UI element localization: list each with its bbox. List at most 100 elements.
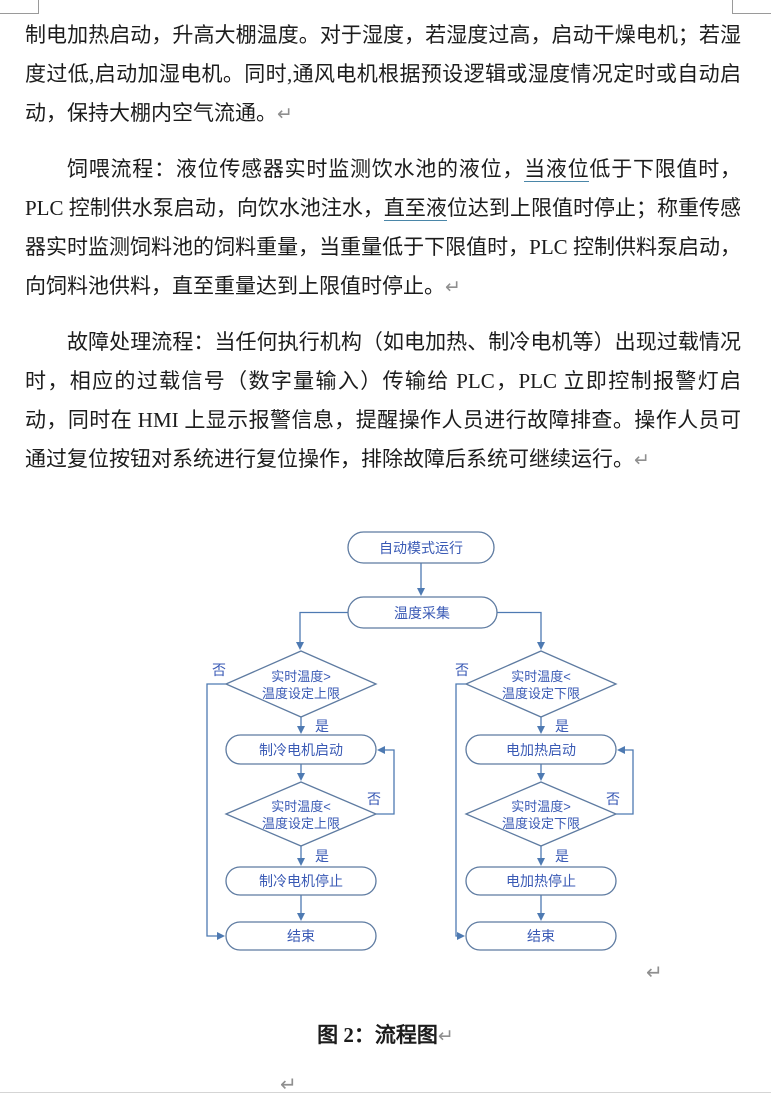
connector-line	[376, 749, 395, 815]
node-label-line2: 温度设定上限	[262, 686, 340, 701]
node-label: 制冷电机停止	[259, 873, 343, 889]
paragraph-mark: ↵	[280, 1072, 297, 1096]
edge-left-stop-to-end	[297, 895, 305, 921]
edge-collect-to-right-cond	[497, 611, 545, 650]
paragraph-mark: ↵	[445, 276, 461, 298]
edge-left-cond2-no-loop	[376, 746, 395, 815]
arrowhead	[217, 932, 225, 940]
node-shape	[224, 650, 378, 718]
flow-node-cooling-start: 制冷电机启动	[225, 734, 377, 765]
edge-left-cond2-yes	[297, 846, 305, 866]
yes-label: 是	[555, 718, 569, 734]
edge-left-cond1-no-to-end	[206, 683, 226, 940]
node-shape	[465, 734, 617, 765]
yes-label: 是	[315, 848, 329, 864]
node-label: 电加热启动	[506, 742, 576, 758]
flow-node-left-cond2: 实时温度< 温度设定上限	[224, 781, 378, 847]
page-edge-divider	[0, 1092, 771, 1093]
flow-node-temp-collect: 温度采集	[347, 596, 498, 629]
node-label: 结束	[527, 928, 555, 944]
paragraph-mark: ↵	[634, 449, 650, 471]
arrowhead	[457, 932, 465, 940]
connector-line	[299, 611, 348, 642]
underlined-text: 直至液	[383, 196, 447, 221]
no-label: 否	[212, 662, 226, 678]
edge-left-action-to-cond2	[297, 764, 305, 781]
node-label-line2: 温度设定下限	[502, 686, 580, 701]
flow-node-heating-start: 电加热启动	[465, 734, 617, 765]
paragraph-mark: ↵	[646, 960, 663, 984]
yes-label: 是	[315, 718, 329, 734]
arrowhead	[297, 858, 305, 866]
arrowhead	[537, 726, 545, 734]
no-label: 否	[455, 662, 469, 678]
arrowhead	[537, 773, 545, 781]
arrowhead	[297, 773, 305, 781]
no-label: 否	[606, 791, 620, 807]
flow-node-left-cond1: 实时温度> 温度设定上限	[224, 650, 378, 718]
flowchart-figure: 否 是 否 是 否 是 否 是 自动模式运行 温度采集 实时温度> 温度设定上限…	[0, 520, 771, 970]
edge-right-cond1-yes	[537, 717, 545, 734]
node-shape	[465, 921, 617, 951]
figure-caption: 图 2：流程图↵	[0, 1021, 771, 1050]
node-label: 制冷电机启动	[259, 742, 343, 758]
paragraph-text: 位达到上限值时停止；称重传感器实时监测饲料池的饲料重量，当重量低于下限值时，PL…	[25, 196, 742, 298]
arrowhead	[296, 642, 304, 650]
arrowhead	[297, 726, 305, 734]
node-shape	[225, 921, 377, 951]
edge-right-stop-to-end	[537, 895, 545, 921]
node-shape	[464, 650, 618, 718]
paragraph-mark: ↵	[437, 1025, 454, 1047]
flow-node-start: 自动模式运行	[347, 531, 495, 564]
node-shape	[225, 866, 377, 896]
edge-right-action-to-cond2	[537, 764, 545, 781]
flow-node-right-cond2: 实时温度> 温度设定下限	[464, 781, 618, 847]
edge-right-cond2-yes	[537, 846, 545, 866]
arrowhead	[377, 746, 385, 754]
node-label: 电加热停止	[506, 873, 576, 889]
node-shape	[347, 531, 495, 564]
node-label: 结束	[287, 928, 315, 944]
body-paragraph-3: 故障处理流程：当任何执行机构（如电加热、制冷电机等）出现过载情况时，相应的过载信…	[25, 323, 741, 480]
edge-right-cond2-no-loop	[616, 746, 634, 815]
arrowhead	[417, 588, 425, 596]
figure-caption-text: 图 2：流程图	[317, 1023, 438, 1047]
document-body: 制电加热启动，升高大棚温度。对于湿度，若湿度过高，启动干燥电机；若湿度过低,启动…	[25, 0, 741, 496]
flow-node-cooling-stop: 制冷电机停止	[225, 866, 377, 896]
connector-line	[206, 683, 226, 937]
yes-label: 是	[555, 848, 569, 864]
edge-right-cond1-no-to-end	[455, 683, 466, 940]
underlined-text: 当液位	[524, 157, 590, 182]
arrowhead	[537, 913, 545, 921]
node-label-line1: 实时温度<	[511, 669, 571, 684]
node-label-line1: 实时温度<	[271, 799, 331, 814]
paragraph-text: 制电加热启动，升高大棚温度。对于湿度，若湿度过高，启动干燥电机；若湿度过低,启动…	[25, 23, 741, 125]
node-shape	[465, 866, 617, 896]
node-label-line2: 温度设定上限	[262, 816, 340, 831]
arrowhead	[617, 746, 625, 754]
connector-line	[455, 683, 466, 937]
connector-line	[497, 611, 542, 642]
edge-left-cond1-yes	[297, 717, 305, 734]
node-label-line1: 实时温度>	[271, 669, 331, 684]
node-shape	[224, 781, 378, 847]
node-label: 自动模式运行	[379, 540, 463, 556]
node-label: 温度采集	[394, 605, 450, 621]
paragraph-mark: ↵	[277, 103, 293, 125]
paragraph-text: 故障处理流程：当任何执行机构（如电加热、制冷电机等）出现过载情况时，相应的过载信…	[25, 330, 741, 471]
flow-node-right-cond1: 实时温度< 温度设定下限	[464, 650, 618, 718]
edge-collect-to-left-cond	[296, 611, 348, 650]
node-shape	[225, 734, 377, 765]
arrowhead	[537, 642, 545, 650]
body-paragraph-1: 制电加热启动，升高大棚温度。对于湿度，若湿度过高，启动干燥电机；若湿度过低,启动…	[25, 16, 741, 134]
node-label-line2: 温度设定下限	[502, 816, 580, 831]
arrowhead	[297, 913, 305, 921]
body-paragraph-2: 饲喂流程：液位传感器实时监测饮水池的液位，当液位低于下限值时，PLC 控制供水泵…	[25, 150, 741, 307]
paragraph-text: 低于下限值时，PLC 控制供水泵启动，向饮水池注水，	[25, 157, 742, 220]
edge-start-to-collect	[417, 563, 425, 596]
no-label: 否	[367, 791, 381, 807]
arrowhead	[537, 858, 545, 866]
flow-node-end-right: 结束	[465, 921, 617, 951]
connector-line	[616, 749, 634, 815]
paragraph-text: 饲喂流程：液位传感器实时监测饮水池的液位，	[67, 157, 525, 181]
